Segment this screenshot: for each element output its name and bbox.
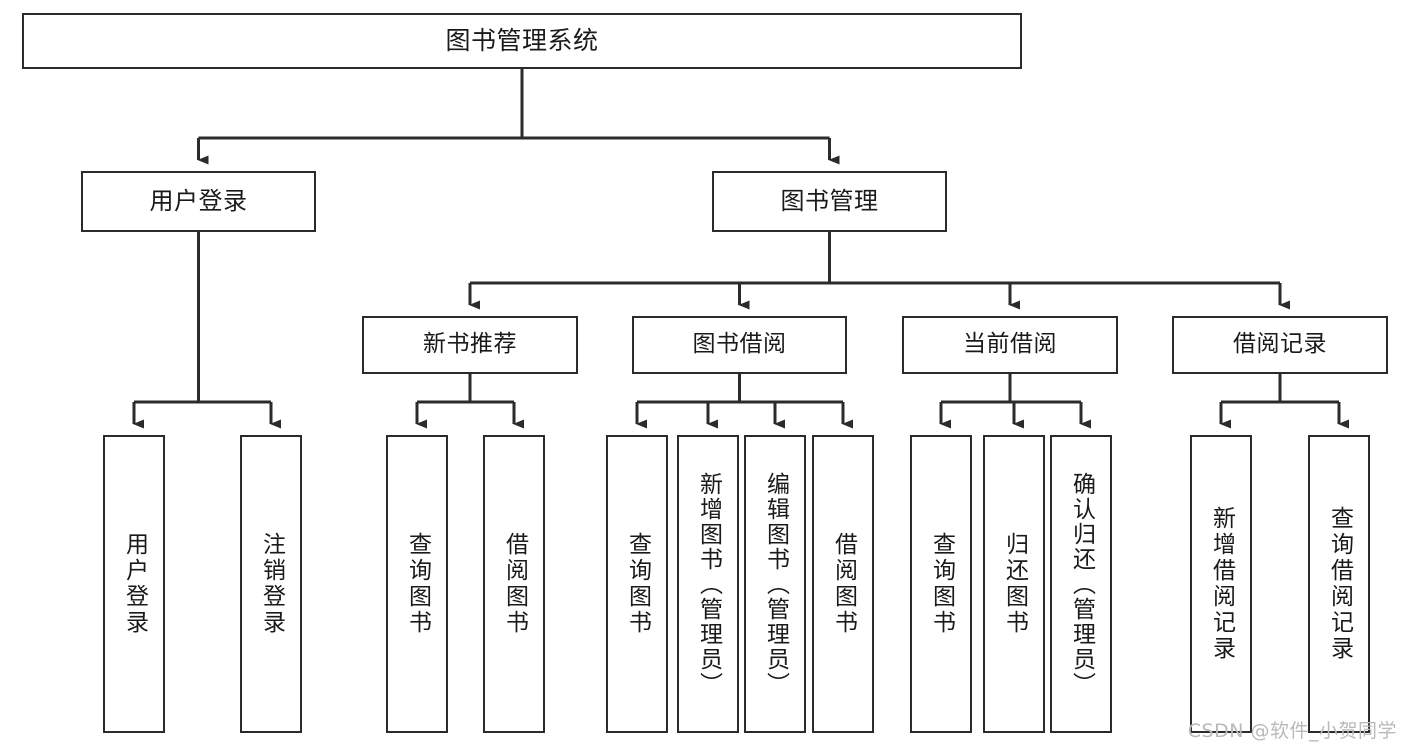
node-leaf-c-return[interactable]: 归还图书 [983,435,1045,733]
node-label-records: 借阅记录 [1233,331,1327,358]
node-borrow[interactable]: 图书借阅 [632,316,847,374]
node-label-current: 当前借阅 [963,331,1057,358]
node-leaf-b-edit[interactable]: 编辑图书（管理员） [744,435,806,733]
node-leaf-user-logout[interactable]: 注销登录 [240,435,302,733]
node-leaf-b-query[interactable]: 查询图书 [606,435,668,733]
node-label-leaf-b-query: 查询图书 [624,532,651,636]
node-label-login: 用户登录 [149,187,248,216]
node-leaf-nb-query[interactable]: 查询图书 [386,435,448,733]
node-current[interactable]: 当前借阅 [902,316,1118,374]
node-label-leaf-b-edit: 编辑图书（管理员） [762,471,789,697]
node-label-root: 图书管理系统 [445,26,599,56]
node-label-leaf-nb-query: 查询图书 [404,532,431,636]
node-label-leaf-c-return: 归还图书 [1001,532,1028,636]
node-label-leaf-user-login: 用户登录 [121,532,148,636]
node-label-leaf-b-borrow: 借阅图书 [830,532,857,636]
node-label-leaf-c-confirm: 确认归还（管理员） [1068,471,1095,697]
node-newbook[interactable]: 新书推荐 [362,316,578,374]
node-login[interactable]: 用户登录 [81,171,316,232]
node-label-newbook: 新书推荐 [423,331,517,358]
node-leaf-user-login[interactable]: 用户登录 [103,435,165,733]
node-leaf-b-borrow[interactable]: 借阅图书 [812,435,874,733]
node-label-leaf-r-query: 查询借阅记录 [1326,506,1353,662]
node-leaf-c-query[interactable]: 查询图书 [910,435,972,733]
node-label-leaf-user-logout: 注销登录 [258,532,285,636]
node-label-bookmgmt: 图书管理 [780,187,879,216]
node-root[interactable]: 图书管理系统 [22,13,1022,69]
node-leaf-r-query[interactable]: 查询借阅记录 [1308,435,1370,733]
node-leaf-r-add[interactable]: 新增借阅记录 [1190,435,1252,733]
node-leaf-b-add[interactable]: 新增图书（管理员） [677,435,739,733]
node-label-leaf-b-add: 新增图书（管理员） [695,471,722,697]
node-label-leaf-r-add: 新增借阅记录 [1208,506,1235,662]
node-leaf-nb-borrow[interactable]: 借阅图书 [483,435,545,733]
node-leaf-c-confirm[interactable]: 确认归还（管理员） [1050,435,1112,733]
node-label-leaf-c-query: 查询图书 [928,532,955,636]
node-bookmgmt[interactable]: 图书管理 [712,171,947,232]
watermark-text: CSDN @软件_小贺同学 [1187,720,1397,742]
node-records[interactable]: 借阅记录 [1172,316,1388,374]
node-label-leaf-nb-borrow: 借阅图书 [501,532,528,636]
node-label-borrow: 图书借阅 [692,331,787,358]
